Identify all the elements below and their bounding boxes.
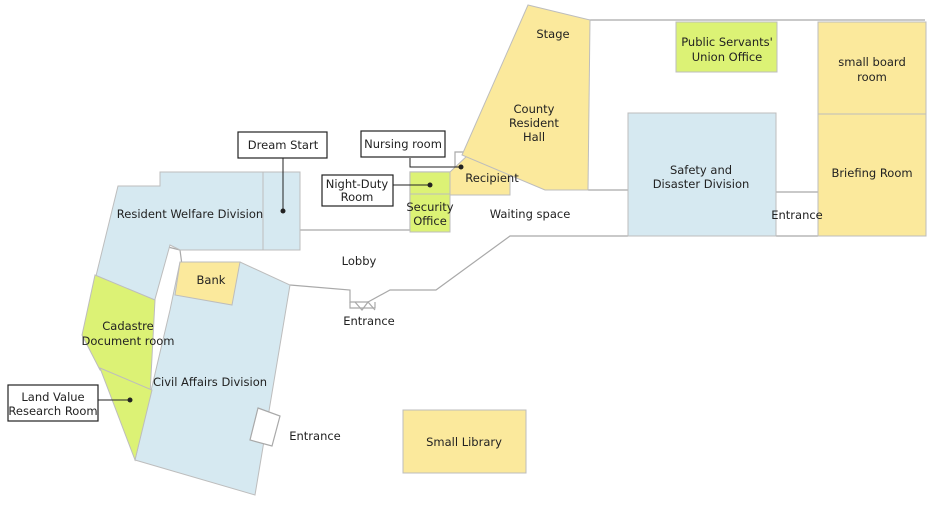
room-safety-disaster[interactable] [627, 112, 777, 237]
land-value-callout[interactable] [7, 384, 99, 422]
west-entrance-door[interactable] [249, 407, 281, 447]
dream-start-marker [280, 208, 286, 214]
safety-label-line1: Safety and [670, 163, 732, 177]
cadastre-label-line1: Cadastre [102, 319, 153, 333]
resident-welfare-label: Resident Welfare Division [117, 207, 263, 221]
area-labels: Lobby Waiting space Entrance Entrance En… [289, 207, 823, 443]
county-hall-label-line3: Hall [523, 130, 545, 144]
union-office-label-line1: Public Servants' [681, 35, 773, 49]
land-value-label-line1: Land Value [21, 390, 84, 404]
room-public-servants-union[interactable] [675, 21, 778, 73]
union-office-label-line2: Union Office [692, 50, 762, 64]
county-hall-label-line2: Resident [509, 116, 559, 130]
nursing-room-callout[interactable] [360, 130, 446, 158]
night-duty-marker [427, 182, 433, 188]
cadastre-label-line2: Document room [82, 334, 175, 348]
recipient-label: Recipient [465, 171, 519, 185]
night-duty-label-line2: Room [341, 190, 374, 204]
west-entrance-label: Entrance [289, 429, 341, 443]
night-duty-callout[interactable] [321, 174, 394, 207]
nursing-room-pointer [409, 158, 461, 168]
callouts: Dream Start Nursing room Night-Duty Room… [7, 130, 446, 422]
night-duty-label-line1: Night-Duty [326, 177, 389, 191]
civil-affairs-label: Civil Affairs Division [153, 375, 267, 389]
small-board-label-line1: small board [838, 55, 906, 69]
corridor-outline-bottom [289, 235, 628, 303]
nursing-room-marker [458, 164, 464, 170]
county-hall-label-line1: County [514, 102, 555, 116]
room-small-library[interactable] [402, 409, 527, 474]
nursing-room-label: Nursing room [364, 137, 442, 151]
security-label-line1: Security [406, 200, 453, 214]
room-small-board[interactable] [817, 21, 927, 115]
rooms [81, 4, 927, 496]
room-land-value[interactable] [99, 367, 153, 462]
room-recipient[interactable] [449, 154, 511, 196]
small-board-label-line2: room [857, 70, 887, 84]
room-county-resident-hall[interactable] [461, 4, 591, 191]
land-value-marker [127, 397, 133, 403]
room-briefing[interactable] [817, 113, 927, 237]
callout-lines [98, 158, 464, 403]
dream-start-callout[interactable] [237, 131, 328, 159]
south-entrance-label: Entrance [343, 314, 395, 328]
room-bank[interactable] [174, 261, 241, 306]
corridor-outline-south-entrance [349, 302, 376, 309]
small-library-label: Small Library [426, 435, 502, 449]
stage-label: Stage [536, 27, 569, 41]
bank-label: Bank [197, 273, 226, 287]
waiting-space-label: Waiting space [490, 207, 571, 221]
security-label-line2: Office [413, 214, 447, 228]
lobby-label: Lobby [342, 254, 377, 268]
safety-label-line2: Disaster Division [653, 177, 750, 191]
east-entrance-label: Entrance [771, 208, 823, 222]
dream-start-label: Dream Start [248, 138, 319, 152]
land-value-label-line2: Research Room [8, 404, 97, 418]
room-labels: Resident Welfare Division Bank Cadastre … [82, 27, 913, 449]
briefing-room-label: Briefing Room [831, 166, 912, 180]
south-entrance-door[interactable] [354, 301, 376, 311]
entrances [249, 301, 376, 447]
